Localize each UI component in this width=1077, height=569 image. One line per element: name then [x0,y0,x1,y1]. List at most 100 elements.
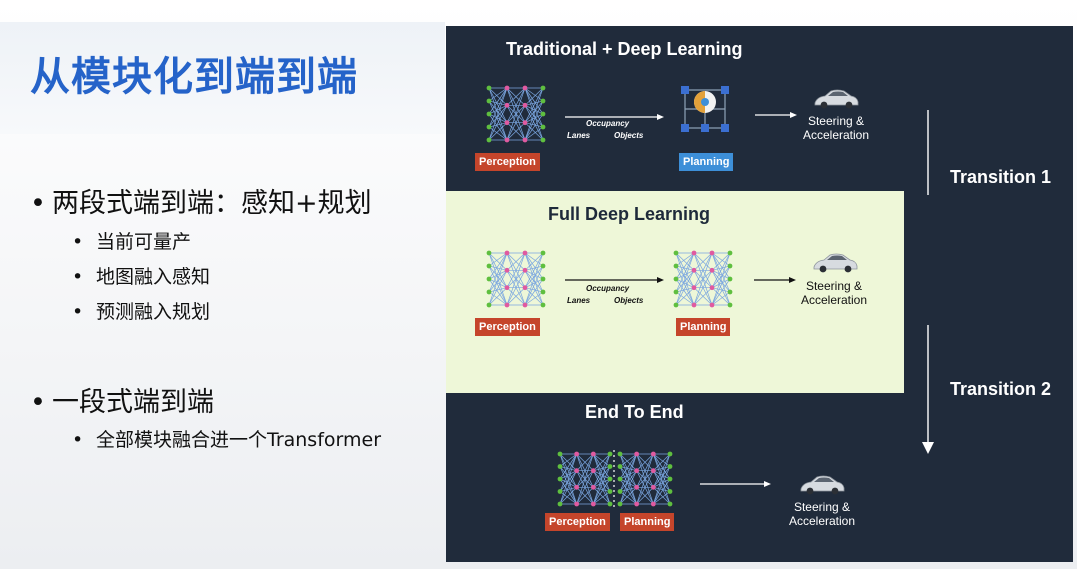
network-edge [524,278,544,288]
network-edge [593,453,611,488]
network-edge [576,487,594,505]
network-edge [619,486,637,492]
network-node [709,267,715,273]
network-edge [693,287,713,306]
network-node [590,501,596,507]
network-node [540,137,546,143]
network-edge [488,87,508,123]
network-edge [488,87,508,115]
network-edge [524,122,544,128]
network-edge [711,287,731,293]
network-edge [524,287,544,293]
network-edge [653,453,671,467]
network-node [727,302,733,308]
network-node [522,250,528,256]
arrow-icon [755,112,797,118]
network-edge [619,453,637,471]
network-edge [524,87,544,106]
car-wheel [806,487,814,495]
network-edge [559,478,577,505]
network-node [617,451,623,457]
network-edge [524,265,544,306]
network-edge [711,278,731,288]
car-icon [813,253,858,273]
network-edge [506,270,526,306]
sub-bullet-mass-production: •当前可量产 [72,231,192,253]
network-edge [559,453,577,488]
network-edge [524,126,544,141]
network-edge [524,100,544,106]
network-node [504,267,510,273]
section-title-full-deep-learning: Full Deep Learning [548,204,711,224]
network-node [486,276,492,282]
network-edge [524,100,544,123]
network-edge [675,252,695,293]
network-edge [488,87,508,106]
network-edge [506,287,526,306]
transition-1-label: Transition 1 [950,167,1052,187]
network-node [691,302,697,308]
network-edge [524,252,544,306]
network-edge [711,291,731,306]
planning-tag: Planning [676,318,731,336]
network-node [486,111,492,117]
network-edge [559,478,577,488]
network-node [540,289,546,295]
network-node [634,484,640,490]
network-node [617,476,623,482]
network-node [667,489,673,494]
network-edge [593,487,611,505]
network-edge [593,486,611,492]
network-node [540,111,546,117]
network-edge [653,453,671,488]
network-node [522,120,528,126]
network-node [486,124,492,130]
network-edge [711,265,731,306]
network-edge [488,278,508,288]
network-node [540,98,546,104]
network-edge [506,252,526,271]
network-edge [711,252,731,280]
network-node [504,102,510,108]
network-edge [653,466,671,505]
network-edge [524,265,544,288]
network-edge [636,453,654,471]
network-edge [524,87,544,141]
network-edge [524,113,544,141]
network-edge [488,105,508,128]
network-edge [524,87,544,128]
network-edge [559,453,577,505]
network-edge [653,478,671,505]
lanes-label: Lanes [567,296,591,305]
network-edge [653,487,671,505]
bullet-two-stage: •两段式端到端：感知+规划 [30,188,372,219]
network-edge [711,270,731,293]
network-edge [636,453,654,505]
network-edge [488,105,508,141]
network-edge [488,122,508,128]
network-edge [488,252,508,293]
network-edge [619,478,637,488]
network-edge [675,252,695,267]
network-node [540,276,546,282]
network-edge [653,491,671,505]
network-node [486,302,492,308]
network-edge [675,252,695,306]
network-edge [488,87,508,128]
car-wheel [831,487,839,495]
car-window [814,477,834,482]
network-node [590,468,596,474]
network-edge [524,113,544,123]
network-edge [619,453,637,505]
network-node [557,464,563,469]
network-node [504,285,510,291]
network-node [574,484,580,490]
network-node [673,289,679,295]
network-edge [693,270,713,306]
network-node [607,464,613,469]
network-edge [488,100,508,123]
network-edge [636,470,654,505]
network-edge [559,470,577,492]
network-edge [675,252,695,280]
section-title-traditional: Traditional + Deep Learning [506,39,743,59]
